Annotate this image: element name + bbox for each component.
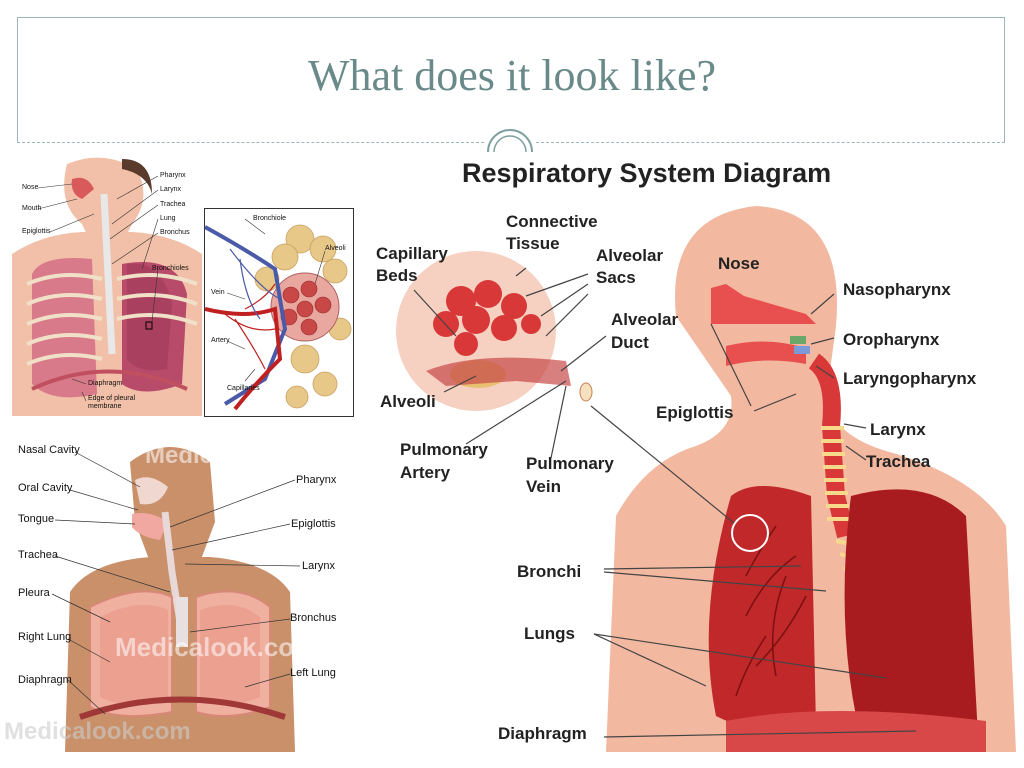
alveoli-inset: Bronchiole Alveoli Vein Artery Capillari…: [204, 208, 354, 417]
label-nose: Nose: [22, 184, 39, 191]
label-artery: Artery: [211, 337, 230, 344]
label-alveoli: Alveoli: [380, 392, 436, 411]
label-left-lung: Left Lung: [290, 667, 336, 679]
label-diaphragm: Diaphragm: [498, 724, 587, 743]
label-bronchi: Bronchi: [517, 562, 582, 581]
label-pulmonary-artery-line2: Artery: [400, 463, 451, 482]
label-right-lung: Right Lung: [18, 631, 72, 643]
label-alveolar-duct-line2: Duct: [611, 333, 649, 352]
title-frame: [17, 17, 1005, 143]
label-oropharynx: Oropharynx: [843, 330, 940, 349]
label-pleural-edge: Edge of pleural membrane: [88, 395, 136, 410]
label-oral-cavity: Oral Cavity: [18, 482, 73, 494]
torso-lungs-figure: Nose Mouth Epiglottis Pharynx Larynx Tra…: [12, 154, 202, 416]
label-bronchiole: Bronchiole: [253, 215, 287, 222]
label-epiglottis: Epiglottis: [291, 518, 336, 530]
label-capillary-line1: Capillary: [376, 244, 448, 263]
slide-title: What does it look like?: [307, 51, 717, 100]
label-capillaries: Capillaries: [227, 385, 260, 392]
torso-illustration: [12, 154, 202, 416]
label-mouth: Mouth: [22, 205, 42, 212]
label-larynx: Larynx: [870, 420, 926, 439]
label-diaphragm: Diaphragm: [88, 380, 123, 387]
label-trachea: Trachea: [866, 452, 931, 471]
label-pharynx: Pharynx: [296, 474, 337, 486]
label-epiglottis: Epiglottis: [22, 228, 51, 235]
label-laryngopharynx: Laryngopharynx: [843, 369, 977, 388]
label-bronchus: Bronchus: [160, 229, 190, 236]
circle-ornament-icon: [487, 129, 533, 153]
label-alveolar-sacs-line1: Alveolar: [596, 246, 664, 265]
label-tongue: Tongue: [18, 513, 55, 525]
alveoli-illustration: [205, 218, 352, 411]
watermark-top: Medicalook.com: [145, 442, 332, 469]
label-pleura: Pleura: [18, 587, 50, 599]
label-connective-line2: Tissue: [506, 234, 560, 253]
label-trachea: Trachea: [18, 549, 58, 561]
label-epiglottis: Epiglottis: [656, 403, 734, 422]
label-pulmonary-artery-line1: Pulmonary: [400, 440, 488, 459]
label-bronchioles: Bronchioles: [152, 265, 189, 272]
label-larynx: Larynx: [302, 560, 336, 572]
label-pulmonary-vein-line2: Vein: [526, 477, 561, 496]
label-bronchus: Bronchus: [290, 612, 337, 624]
label-alveolar-duct-line1: Alveolar: [611, 310, 679, 329]
title-rule-right: [536, 142, 1005, 143]
label-alveoli: Alveoli: [325, 245, 346, 252]
label-pulmonary-vein-line1: Pulmonary: [526, 454, 614, 473]
respiratory-system-illustration: [396, 206, 1016, 752]
label-lung: Lung: [160, 215, 176, 222]
label-alveolar-sacs-line2: Sacs: [596, 268, 636, 287]
respiratory-system-diagram: Connective Tissue Capillary Beds Alveola…: [366, 196, 1024, 752]
respiratory-figure-medicalook: Medicalook.com Medicalook.com Medicalook…: [0, 432, 362, 752]
watermark-bottom: Medicalook.com: [4, 718, 191, 745]
watermark-middle: Medicalook.com: [115, 632, 318, 662]
label-lungs: Lungs: [524, 624, 575, 643]
label-diaphragm: Diaphragm: [18, 674, 72, 686]
diagram-title: Respiratory System Diagram: [462, 158, 832, 188]
label-nasopharynx: Nasopharynx: [843, 280, 951, 299]
title-rule-left: [17, 142, 484, 143]
label-trachea: Trachea: [160, 201, 186, 208]
label-nose: Nose: [718, 254, 760, 273]
label-capillary-line2: Beds: [376, 266, 418, 285]
label-connective-line1: Connective: [506, 212, 598, 231]
label-pharynx: Pharynx: [160, 172, 186, 179]
label-larynx: Larynx: [160, 186, 182, 193]
label-nasal-cavity: Nasal Cavity: [18, 444, 80, 456]
label-vein: Vein: [211, 289, 225, 296]
upper-body-illustration: [51, 447, 301, 752]
